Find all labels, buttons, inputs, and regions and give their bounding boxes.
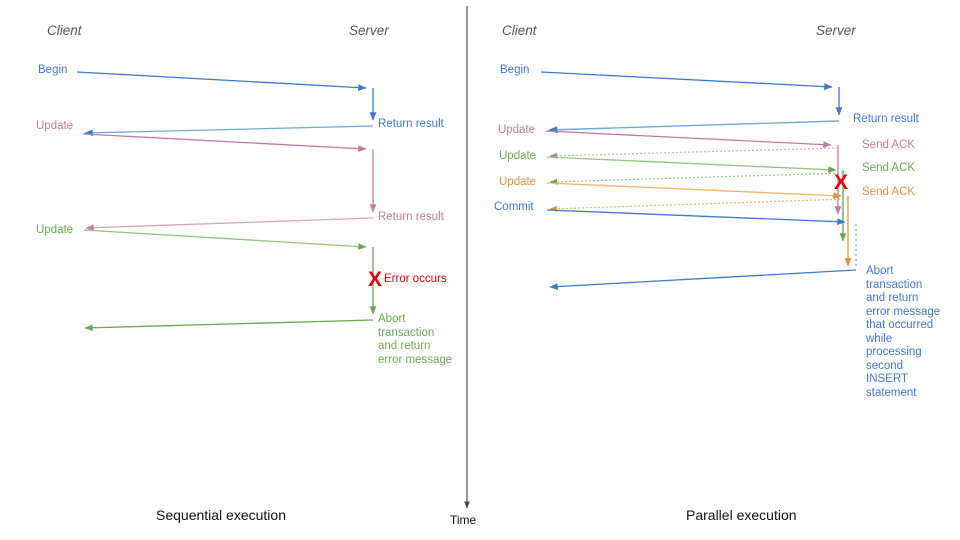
arrow-begin: [76, 71, 377, 121]
arrow-commit: [546, 209, 857, 268]
arrow-update-2: [83, 229, 377, 315]
right-msg-update-3: Update: [499, 176, 537, 188]
left-actor-client: Client: [47, 23, 82, 38]
left-msg-return-result-2: Return result: [378, 211, 444, 223]
right-msg-abort: Abort transaction and return error messa…: [866, 265, 941, 399]
left-msg-update-2: Update: [36, 224, 74, 236]
left-msg-return-result-1: Return result: [378, 118, 444, 130]
arrow-return-result-right: [548, 120, 840, 134]
left-panel-caption: Sequential execution: [156, 507, 286, 523]
arrow-begin-right: [540, 71, 843, 116]
left-error-label: Error occurs: [384, 273, 447, 285]
left-actor-server: Server: [349, 23, 389, 38]
right-msg-send-ack-1: Send ACK: [862, 139, 916, 151]
time-axis-label: Time: [450, 513, 477, 527]
right-msg-send-ack-3: Send ACK: [862, 186, 916, 198]
arrow-abort-left: [84, 319, 374, 332]
arrow-update-3-right: [546, 182, 852, 267]
right-panel-arrows: [540, 71, 857, 290]
arrow-update-1-right: [545, 130, 842, 215]
right-panel-caption: Parallel execution: [686, 507, 797, 523]
right-msg-commit: Commit: [494, 201, 534, 213]
error-x-icon-left: X: [368, 268, 383, 291]
left-msg-begin: Begin: [38, 64, 68, 76]
right-msg-update-2: Update: [499, 150, 537, 162]
arrow-return-result-1: [84, 125, 374, 137]
left-msg-update-1: Update: [36, 120, 74, 132]
error-x-icon-right: X: [834, 171, 849, 194]
arrow-ack-3: [549, 198, 849, 212]
right-msg-begin: Begin: [500, 64, 530, 76]
right-actor-client: Client: [502, 23, 537, 38]
arrow-update-1: [82, 133, 377, 213]
left-msg-abort: Abort transaction and return error messa…: [378, 313, 453, 366]
arrow-ack-2: [549, 172, 844, 185]
arrow-return-result-2: [85, 217, 374, 232]
right-actor-server: Server: [816, 23, 856, 38]
left-panel-arrows: [76, 71, 377, 332]
right-msg-return-result: Return result: [853, 113, 919, 125]
right-msg-update-1: Update: [498, 124, 536, 136]
arrow-update-2-right: [546, 156, 847, 242]
arrow-abort-right: [549, 269, 857, 290]
arrow-ack-1: [549, 147, 839, 159]
right-msg-send-ack-2: Send ACK: [862, 162, 916, 174]
